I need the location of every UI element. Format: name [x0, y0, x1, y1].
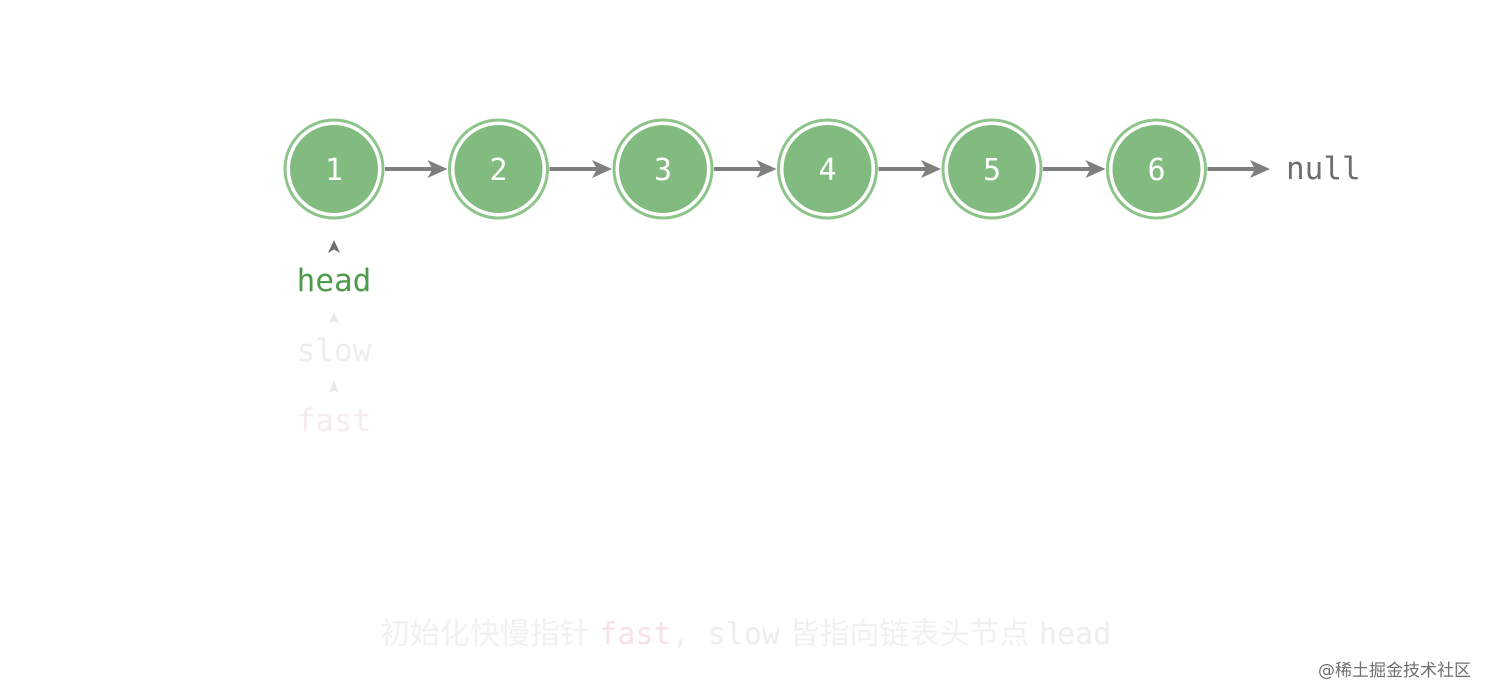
slow-pointer-label: slow — [297, 333, 372, 369]
nodes: 1 2 3 4 5 6 — [283, 118, 1207, 220]
link-4-to-5-arrowhead-icon — [921, 160, 941, 178]
node-fill — [619, 125, 707, 213]
list-node-2: 2 — [448, 118, 549, 220]
link-3-to-4-arrowhead-icon — [756, 160, 777, 178]
caption-fast: fast — [599, 617, 672, 652]
fast-pointer-arrow-icon — [329, 381, 339, 393]
caption-slow: slow — [707, 617, 780, 652]
node-fill — [1112, 125, 1201, 213]
head-pointer-arrow-icon — [328, 240, 340, 253]
link-1-to-2-arrowhead-icon — [427, 160, 448, 178]
list-node-5: 5 — [941, 118, 1043, 220]
node-value: 5 — [983, 153, 1001, 188]
watermark: @稀土掘金技术社区 — [1318, 661, 1471, 681]
node-fill — [290, 125, 378, 213]
node-fill — [948, 125, 1036, 213]
fast-pointer-label: fast — [297, 403, 372, 439]
list-node-3: 3 — [612, 118, 714, 220]
node-value: 2 — [489, 153, 507, 188]
null-label: null — [1286, 151, 1361, 187]
link-5-to-6-arrowhead-icon — [1085, 160, 1106, 178]
link-6-to-null-arrowhead-icon — [1250, 160, 1270, 178]
list-node-1: 1 — [283, 118, 385, 220]
caption-head: head — [1039, 617, 1112, 652]
head-pointer-label: head — [297, 263, 372, 299]
node-value: 1 — [325, 153, 343, 188]
node-fill — [783, 125, 872, 213]
caption-prefix: 初始化快慢指针 — [379, 617, 600, 652]
list-node-6: 6 — [1106, 118, 1207, 220]
node-value: 4 — [818, 153, 836, 188]
slow-pointer-arrow-icon — [329, 312, 339, 324]
caption: 初始化快慢指针 fast, slow 皆指向链表头节点 head — [0, 613, 1491, 657]
node-value: 6 — [1147, 153, 1165, 188]
linked-list-diagram: 1 2 3 4 5 6 null head slow fast — [283, 118, 1361, 439]
caption-middle: 皆指向链表头节点 — [779, 617, 1039, 652]
node-value: 3 — [654, 153, 672, 188]
list-node-4: 4 — [777, 118, 878, 220]
caption-separator: , — [671, 617, 708, 652]
links — [385, 160, 1270, 178]
link-2-to-3-arrowhead-icon — [592, 160, 612, 178]
node-fill — [454, 125, 543, 213]
